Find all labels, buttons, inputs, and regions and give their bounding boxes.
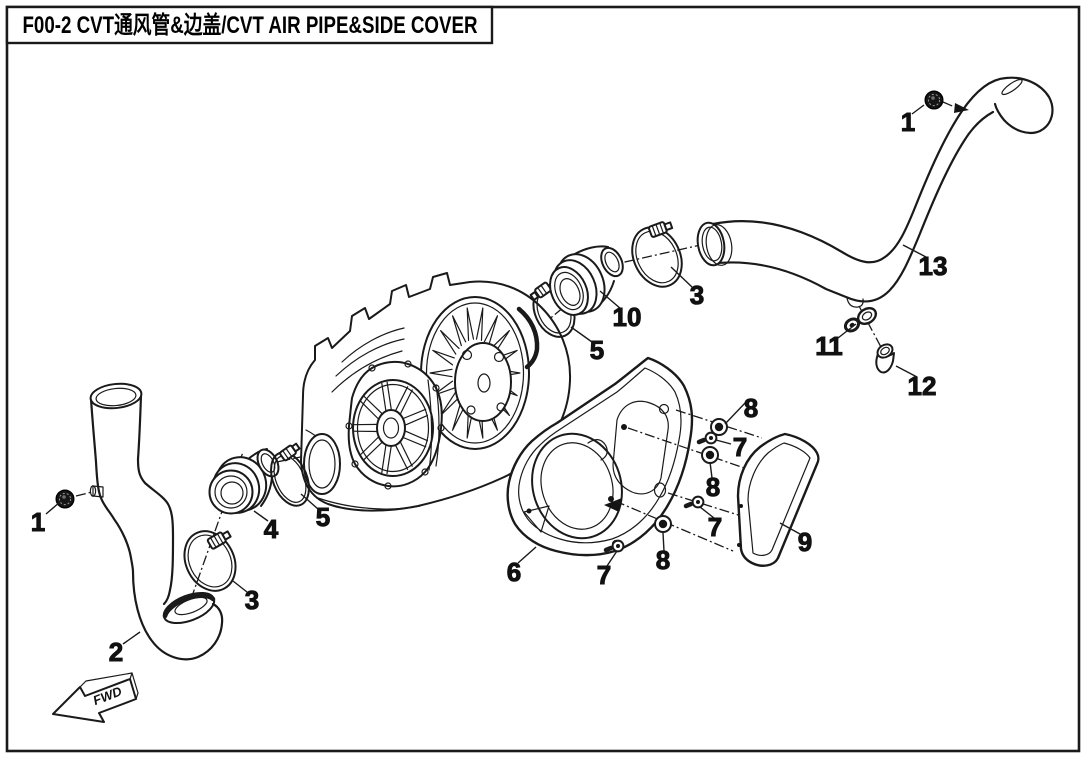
callout-10: 10 bbox=[613, 302, 642, 332]
part-3-clamp-top bbox=[631, 221, 683, 288]
callout-3: 3 bbox=[690, 280, 704, 310]
part-5-clamp-left bbox=[270, 442, 310, 507]
callout-6: 6 bbox=[507, 557, 521, 587]
part-6-side-cover bbox=[506, 356, 694, 557]
title-box bbox=[5, 5, 494, 45]
callout-8: 8 bbox=[706, 472, 720, 502]
gearbox-spoke-plate bbox=[346, 361, 444, 489]
callout-7: 7 bbox=[708, 512, 722, 542]
callout-4: 4 bbox=[264, 514, 279, 544]
diagram-title: F00-2 CVT通风管&边盖/CVT AIR PIPE&SIDE COVER bbox=[23, 11, 478, 39]
callout-3: 3 bbox=[245, 585, 259, 615]
part-13-outlet-pipe bbox=[696, 76, 1054, 307]
part-8-washer bbox=[701, 446, 719, 464]
cvt-housing bbox=[300, 272, 572, 512]
callout-12: 12 bbox=[908, 371, 937, 401]
part-8-washer bbox=[654, 515, 672, 533]
part-12-drain-plug bbox=[875, 343, 895, 374]
callout-5: 5 bbox=[590, 335, 604, 365]
callout-1: 1 bbox=[31, 507, 45, 537]
callout-11: 11 bbox=[815, 331, 843, 361]
part-1-nut-right bbox=[924, 90, 969, 113]
callout-13: 13 bbox=[919, 251, 948, 281]
part-4-elbow-duct bbox=[208, 448, 280, 515]
part-9-deflector-cover bbox=[736, 432, 820, 567]
part-1-nut-left bbox=[55, 489, 75, 509]
part-11-grommet bbox=[843, 306, 878, 333]
callout-7: 7 bbox=[733, 432, 747, 462]
cvt-fan bbox=[420, 296, 530, 450]
part-2-intake-pipe bbox=[89, 382, 224, 661]
part-10-air-duct bbox=[549, 245, 624, 316]
part-7-bolt bbox=[603, 539, 625, 553]
part-7-bolt bbox=[696, 431, 718, 445]
callout-7: 7 bbox=[597, 560, 611, 590]
callout-2: 2 bbox=[109, 637, 123, 667]
housing-air-inlet bbox=[303, 433, 341, 495]
part-7-bolt bbox=[683, 495, 705, 509]
callout-8: 8 bbox=[744, 393, 758, 423]
callout-1: 1 bbox=[901, 107, 915, 137]
leader-lines bbox=[45, 104, 927, 645]
callout-8: 8 bbox=[656, 545, 670, 575]
callout-5: 5 bbox=[316, 502, 330, 532]
callout-9: 9 bbox=[798, 527, 812, 557]
part-8-washer bbox=[710, 418, 728, 436]
part-3-clamp-left bbox=[183, 530, 237, 592]
